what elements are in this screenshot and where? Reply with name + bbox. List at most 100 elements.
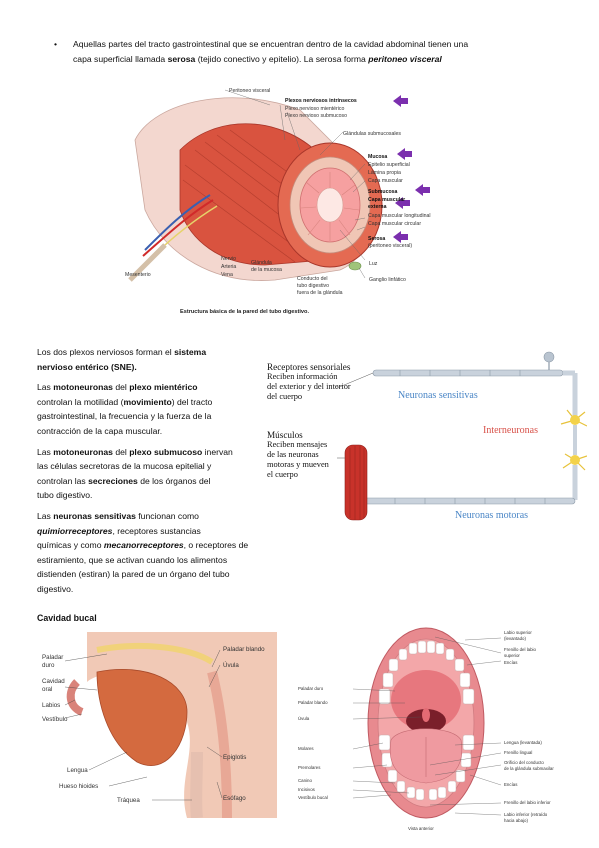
musculos-text: Músculos Reciben mensajes de las neurona… [267,430,329,479]
label-labios: Labios [42,702,61,709]
interneuron-soma-2 [570,455,580,465]
label-peritoneo-2: (peritoneo visceral) [368,243,413,249]
mouth-illustration [352,627,502,819]
label-incisivos: Incisivos [298,787,315,792]
arrow-mucosa-icon [397,148,412,160]
label-neuronas-motoras: Neuronas motoras [455,510,529,521]
label-arteria: Arteria [221,264,237,270]
label-submucosa: Submucosa [368,189,398,195]
tongue-shape [96,669,188,766]
label-epitelio: Epitelio superficial [368,162,410,168]
label-frenillo-superior-2: superior [504,653,520,658]
intro-text: capa superficial llamada [73,54,168,64]
label-frenillo-inferior: Frenillo del labio inferior [504,800,551,805]
label-frenillo-superior-1: Frenillo del labio [504,647,536,652]
label-capa-externa-2: externa [368,204,387,210]
label-esofago: Esófago [223,795,246,802]
mouth-leaders [352,636,502,816]
label-glandulas: Glándulas submucosales [343,131,401,137]
vein [144,194,211,251]
label-orificio-1: Orificio del conducto [504,760,544,765]
label-vena: Vena [221,272,233,278]
label-mesenterio: Mesenterio [125,272,151,278]
label-vista-anterior: Vista anterior [408,826,434,831]
label-circular: Capa muscular circular [368,221,422,227]
label-luz: Luz [369,261,378,267]
teeth [378,640,475,801]
label-paladar-duro-1: Paladar [42,654,64,661]
label-cavidad-1: Cavidad [42,678,65,685]
label-submucoso: Plexo nervioso submucoso [285,113,347,119]
arrow-icons [393,95,430,243]
label-paladar-blando-r: Paladar blando [298,700,328,705]
arrow-serosa-icon [393,231,408,243]
label-lengua-levantada: Lengua (levantada) [504,740,542,745]
lips-shape [66,679,84,716]
wall-figure-caption: Estructura básica de la pared del tubo d… [180,309,310,315]
label-labio-inferior-1: Labio inferior (retraído [504,812,548,817]
lumen [316,187,344,223]
sagittal-leaders [64,649,223,801]
label-labio-inferior-2: hacia abajo) [504,818,528,823]
interneuron-dendrites [560,409,588,471]
label-interneuronas: Interneuronas [483,425,538,436]
label-plexos: Plexos nerviosos intrínsecos [285,98,357,104]
label-glandula-1: Glándula [251,260,272,266]
label-frenillo-lingual: Frenillo lingual [504,750,533,755]
arrow-plexos-icon [393,95,408,107]
mesentery [128,243,167,282]
arrow-submucosa-icon [415,184,430,196]
label-canino: Canino [298,778,312,783]
sne-paragraph-3: Las motoneuronas del plexo submucoso ine… [37,446,233,501]
neuron-figure: Receptores sensoriales Reciben informaci… [265,350,588,528]
intro-line-1: Aquellas partes del tracto gastrointesti… [73,39,469,49]
label-vestibulo-bucal: Vestíbulo bucal [298,795,328,800]
label-encias-bottom: Encías [504,782,518,787]
label-labio-superior-2: (levantado) [504,636,526,641]
label-lengua: Lengua [67,767,88,774]
intro-text: (tejido conectivo y epitelio). La serosa… [195,54,369,64]
label-vestibulo: Vestíbulo [42,716,68,723]
bucal-heading: Cavidad bucal [37,613,97,623]
label-uvula-r: Úvula [298,716,310,721]
label-lamina: Lámina propia [368,170,401,176]
label-hueso-hioides: Hueso hioides [59,783,99,790]
label-labio-superior-1: Labio superior [504,630,532,635]
label-ganglio: Ganglio linfático [369,277,406,283]
label-premolares: Premolares [298,765,321,770]
label-conducto-3: fuera de la glándula [297,290,343,296]
label-neuronas-sensitivas: Neuronas sensitivas [398,390,478,401]
intro-serosa: serosa [167,54,196,64]
label-traquea: Tráquea [117,797,140,804]
label-conducto-1: Conducto del [297,276,328,282]
sagittal-illustration [64,632,277,819]
uvula-shape [422,708,430,722]
label-serosa: Serosa [368,236,386,242]
label-paladar-blando: Paladar blando [223,646,265,653]
label-paladar-duro-2: duro [42,662,55,669]
label-nervio: Nervio [221,256,236,262]
sagittal-figure: Paladar duro Cavidad oral Labios Vestíbu… [37,632,277,819]
sne-paragraph-2: Las motoneuronas del plexo mientérico co… [37,382,213,436]
sensory-axon [372,369,564,377]
label-molares: Molares [298,746,314,751]
label-epiglotis: Epiglotis [223,754,247,761]
intro-line-2: capa superficial llamada serosa (tejido … [73,52,442,67]
wall-figure: Peritoneo visceral Plexos nerviosos intr… [125,80,480,320]
label-paladar-duro-r: Paladar duro [298,686,324,691]
receptores-text: Receptores sensoriales Reciben informaci… [267,362,351,401]
interneuron-soma-1 [570,415,580,425]
bullet-symbol: • [54,39,58,49]
lymph-node [348,261,362,271]
intro-peritoneo: peritoneo visceral [368,54,442,64]
palate [96,643,214,665]
villi [300,172,360,241]
label-capa-muscular: Capa muscular [368,178,403,184]
label-peritoneo: Peritoneo visceral [229,88,271,94]
label-longitudinal: Capa muscular longitudinal [368,213,431,219]
label-uvula: Úvula [223,662,239,669]
artery [142,199,214,257]
neuron-illustration [336,351,588,521]
myelin-segments-bottom [394,498,546,504]
muscle-icon [344,444,368,521]
